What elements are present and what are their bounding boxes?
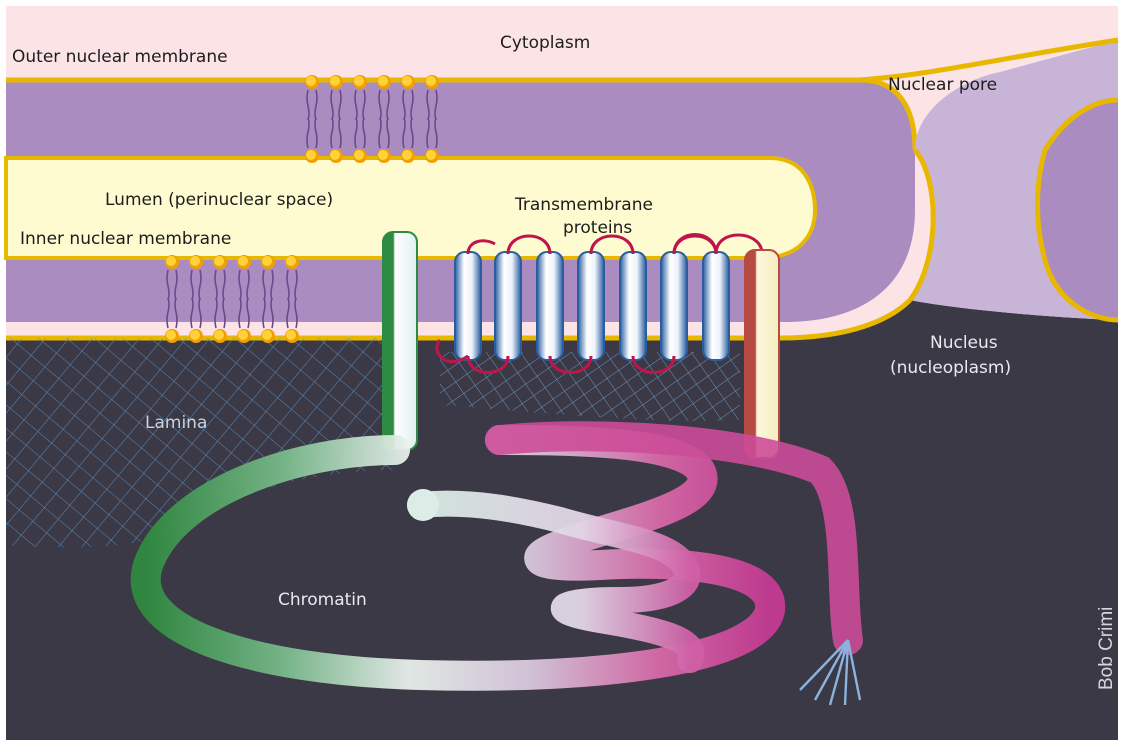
lipid-head-highlight bbox=[378, 76, 388, 86]
protein-single-pass-red bbox=[745, 250, 779, 458]
lipid-head-highlight bbox=[238, 256, 248, 266]
lipid-head-highlight bbox=[354, 150, 364, 160]
label-nuclear-pore: Nuclear pore bbox=[888, 75, 997, 95]
lipid-head-highlight bbox=[306, 150, 316, 160]
lipid-head-highlight bbox=[166, 330, 176, 340]
lipid-head-highlight bbox=[426, 76, 436, 86]
lipid-head-highlight bbox=[214, 330, 224, 340]
lipid-head-highlight bbox=[262, 256, 272, 266]
lipid-head-highlight bbox=[190, 256, 200, 266]
lipid-head-highlight bbox=[330, 150, 340, 160]
lipid-head-highlight bbox=[286, 256, 296, 266]
protein-helix bbox=[495, 252, 521, 360]
label-outer-nuclear-membrane: Outer nuclear membrane bbox=[12, 47, 228, 67]
lipid-head-highlight bbox=[402, 150, 412, 160]
lipid-head-highlight bbox=[378, 150, 388, 160]
label-inner-nuclear-membrane: Inner nuclear membrane bbox=[20, 229, 231, 249]
lipid-head-highlight bbox=[286, 330, 296, 340]
label-transmembrane-line2: proteins bbox=[563, 218, 632, 238]
label-lamina: Lamina bbox=[145, 413, 207, 433]
protein-helix bbox=[703, 252, 729, 360]
label-transmembrane-line1: Transmembrane bbox=[514, 195, 653, 215]
label-cytoplasm: Cytoplasm bbox=[500, 33, 590, 53]
label-chromatin: Chromatin bbox=[278, 590, 367, 610]
credit-signature: Bob Crimi bbox=[1096, 607, 1117, 690]
protein-helix bbox=[578, 252, 604, 360]
lipid-head-highlight bbox=[214, 256, 224, 266]
lipid-head-highlight bbox=[402, 76, 412, 86]
protein-helix bbox=[537, 252, 563, 360]
lipid-head-highlight bbox=[306, 76, 316, 86]
lipid-head-highlight bbox=[330, 76, 340, 86]
label-nucleus: Nucleus bbox=[930, 333, 998, 353]
label-lumen: Lumen (perinuclear space) bbox=[105, 190, 333, 210]
label-nucleoplasm: (nucleoplasm) bbox=[890, 358, 1011, 378]
lipid-head-highlight bbox=[426, 150, 436, 160]
lipid-head-highlight bbox=[190, 330, 200, 340]
protein-helix bbox=[620, 252, 646, 360]
protein-helix bbox=[455, 252, 481, 360]
lipid-head-highlight bbox=[262, 330, 272, 340]
lipid-head-highlight bbox=[354, 76, 364, 86]
protein-single-pass-green bbox=[383, 232, 417, 450]
protein-helix bbox=[661, 252, 687, 360]
lipid-head-highlight bbox=[166, 256, 176, 266]
lipid-head-highlight bbox=[238, 330, 248, 340]
